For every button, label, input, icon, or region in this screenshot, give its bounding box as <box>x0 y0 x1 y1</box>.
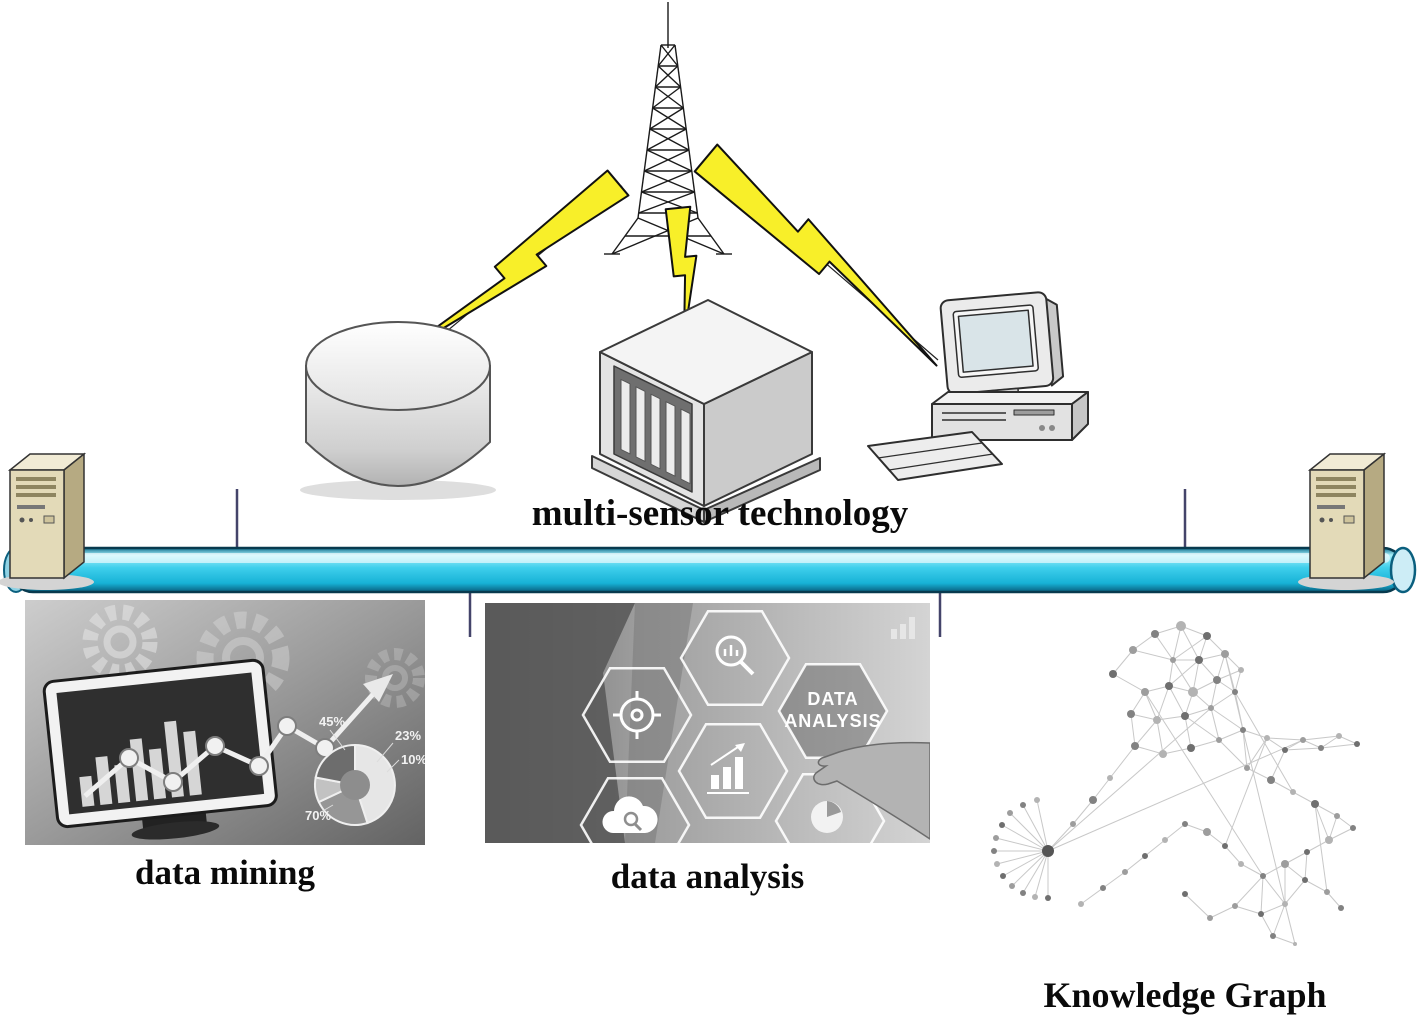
mini-bars-icon <box>891 617 915 639</box>
target-icon <box>613 691 661 739</box>
server-building-icon <box>591 299 821 523</box>
pie-icon <box>811 801 843 833</box>
monitor-chart-icon <box>42 658 278 840</box>
percentage-label: 70% <box>305 808 331 823</box>
trend-line-icon <box>83 674 393 798</box>
pie-percentage-labels: 45% 23% 10% 70% <box>305 714 427 823</box>
overlay-line: ANALYSIS <box>784 711 881 731</box>
pointing-hand-icon <box>813 741 931 841</box>
data-analysis-artwork: DATA ANALYSIS <box>485 603 931 874</box>
percentage-label: 45% <box>319 714 345 729</box>
percentage-label: 10% <box>401 752 425 767</box>
percentage-label: 23% <box>395 728 421 743</box>
computer-case-icon <box>931 391 1089 441</box>
pie-leader-lines <box>320 729 400 813</box>
lightning-bolt-icon <box>389 171 629 380</box>
knowledge-graph-caption: Knowledge Graph <box>1043 975 1327 1015</box>
knowledge-graph-figure <box>985 588 1375 968</box>
lightning-bolt-icon <box>695 144 956 371</box>
lightning-bolt-icon <box>666 207 705 339</box>
gear-icon <box>82 604 158 680</box>
cloud-search-icon <box>602 796 658 833</box>
data-mining-image: 45% 23% 10% 70% <box>25 600 427 845</box>
connector-ticks <box>235 489 1187 637</box>
growth-chart-icon <box>707 743 749 794</box>
search-chart-icon <box>715 635 755 676</box>
transmission-tower-icon <box>604 2 732 255</box>
data-analysis-overlay-text: DATA ANALYSIS <box>784 689 881 731</box>
overlay-line: DATA <box>807 689 858 709</box>
data-analysis-image: DATA ANALYSIS <box>485 603 931 874</box>
knowledge-graph-network <box>991 621 1360 946</box>
data-analysis-caption: data analysis <box>610 857 805 896</box>
lightning-bolts <box>389 144 955 380</box>
pie-chart-icon <box>314 743 396 826</box>
data-mining-artwork: 45% 23% 10% 70% <box>25 600 427 845</box>
desktop-computer-icon <box>867 291 1089 481</box>
multi-sensor-label: multi-sensor technology <box>531 493 909 534</box>
database-cylinder-icon <box>300 321 496 500</box>
data-mining-caption: data mining <box>135 853 315 892</box>
monitor-icon <box>939 291 1065 402</box>
keyboard-icon <box>867 431 1003 481</box>
person-silhouette <box>485 603 635 843</box>
network-pipe <box>3 546 1417 594</box>
person-silhouette <box>625 603 693 843</box>
